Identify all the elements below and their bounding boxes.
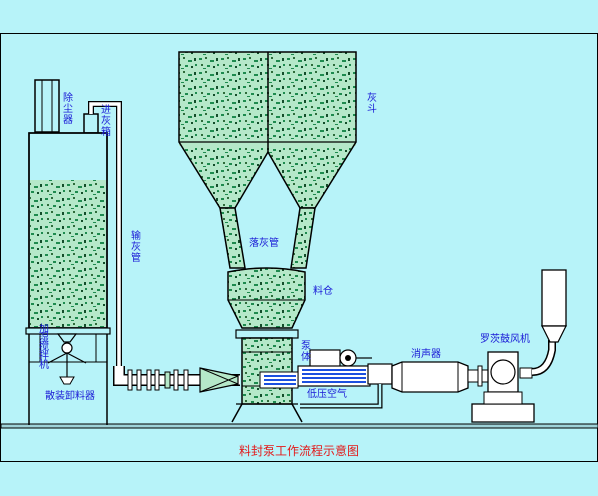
label-ash-pipe: 输灰管 — [129, 229, 141, 263]
blower-pipe — [467, 365, 489, 387]
pipe-flanges — [127, 369, 189, 391]
label-unloader: 散装卸料器 — [45, 389, 95, 402]
label-dust-collector: 除尘器 — [61, 91, 73, 125]
diagram-title: 料封泵工作流程示意图 — [239, 443, 359, 458]
bin — [227, 267, 306, 329]
feed-box — [83, 113, 99, 134]
venturi — [199, 367, 239, 393]
air-chamber — [259, 365, 371, 389]
mixer — [47, 333, 87, 385]
ground-line — [0, 423, 598, 429]
intake-filter — [541, 269, 567, 343]
dust-collector — [34, 79, 60, 133]
label-pump-body: 泵体 — [299, 340, 311, 362]
label-low-pressure-air: 低压空气 — [307, 387, 347, 400]
ash-hopper — [178, 51, 357, 209]
label-bin: 料仓 — [313, 284, 333, 297]
silencer — [391, 361, 469, 393]
label-feed-box: 进灰箱 — [99, 104, 111, 137]
pump-body — [231, 329, 303, 423]
roots-blower — [471, 340, 556, 423]
drop-pipe — [219, 207, 316, 269]
label-blower: 罗茨鼓风机 — [480, 332, 530, 345]
storage-silo — [28, 132, 108, 329]
label-ash-hopper: 灰斗 — [365, 91, 377, 114]
label-mixer: 加湿搅拌机 — [37, 323, 49, 370]
label-silencer: 消声器 — [411, 347, 441, 360]
silo-support — [25, 327, 111, 425]
label-drop-pipe: 落灰管 — [249, 236, 279, 249]
pump-motor — [309, 349, 372, 369]
